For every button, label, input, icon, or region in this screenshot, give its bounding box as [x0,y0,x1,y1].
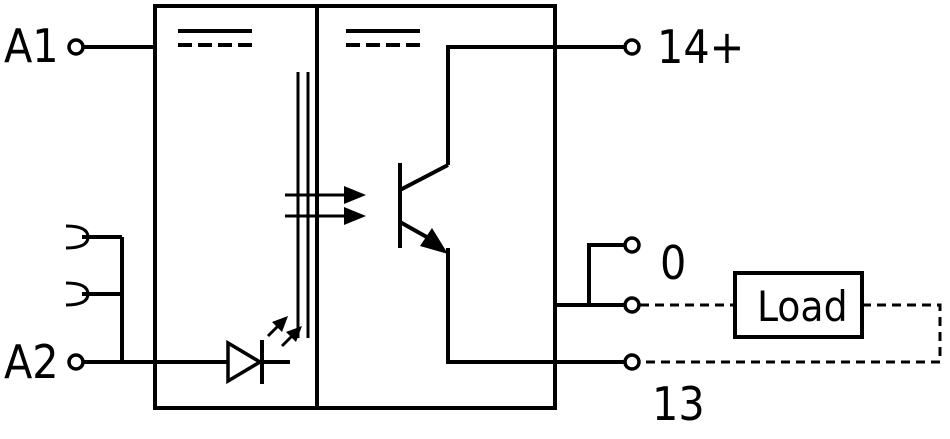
dc-symbol-input [178,29,252,47]
relay-housing [153,4,557,410]
led-icon [155,316,302,385]
wire-collector [446,45,625,165]
terminal-label-13: 13 [652,377,705,431]
terminal-label-a2: A2 [4,335,59,389]
terminal-a1[interactable] [67,38,85,56]
terminal-label-a1: A1 [4,19,59,73]
terminal-0[interactable] [623,236,641,254]
terminal-label-14: 14+ [657,20,744,74]
terminal-label-0: 0 [660,236,686,290]
light-arrow-icon [285,186,366,225]
terminal-load-output[interactable] [623,296,641,314]
load-label: Load [757,282,848,331]
wire-output-0 [555,243,625,307]
wire-emitter [446,248,625,364]
terminal-13[interactable] [623,353,641,371]
bridge-connectors [65,224,124,362]
terminal-14[interactable] [623,38,641,56]
dc-symbol-output [346,29,420,47]
terminal-a2[interactable] [67,353,85,371]
optocoupler-barrier [296,72,310,338]
wire-load-dashed-return [640,303,942,364]
transistor-icon [398,163,449,254]
